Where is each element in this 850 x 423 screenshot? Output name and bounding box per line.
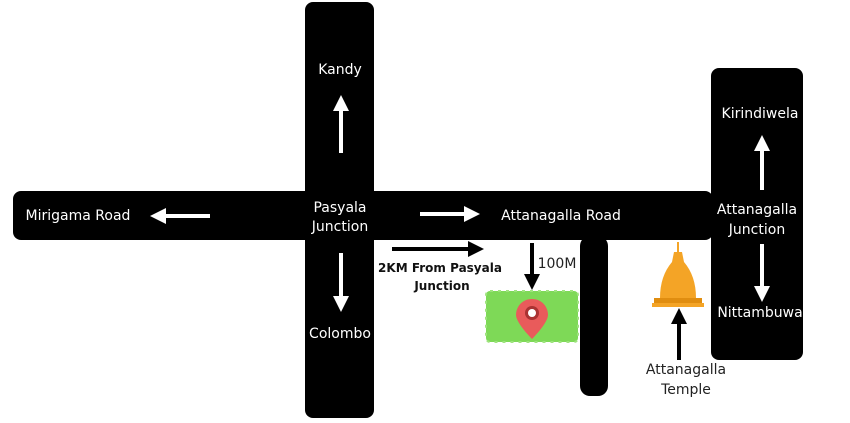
temple-icon [652, 242, 704, 307]
attanagalla-junction-road [711, 68, 803, 360]
label-pasyala-junction-1: Pasyala [313, 200, 367, 216]
label-2km-1: 2KM From Pasyala [378, 261, 502, 275]
label-mirigama-road: Mirigama Road [25, 208, 131, 224]
label-nittambuwa: Nittambuwa [717, 305, 803, 321]
label-kirindiwela: Kirindiwela [721, 106, 799, 122]
side-road [580, 236, 608, 396]
label-attanagalla-road: Attanagalla Road [501, 208, 621, 224]
label-2km-2: Junction [414, 279, 470, 293]
label-100m: 100M [537, 256, 577, 272]
label-temple-2: Temple [661, 382, 711, 398]
main-road [13, 191, 713, 240]
label-pasyala-junction-2: Junction [311, 219, 369, 235]
label-colombo: Colombo [309, 326, 371, 342]
location-pin-icon [516, 299, 548, 339]
label-kandy: Kandy [318, 62, 362, 78]
label-attanagalla-junction-2: Junction [728, 222, 786, 238]
label-attanagalla-junction-1: Attanagalla [716, 202, 798, 218]
label-temple-1: Attanagalla [645, 362, 727, 378]
